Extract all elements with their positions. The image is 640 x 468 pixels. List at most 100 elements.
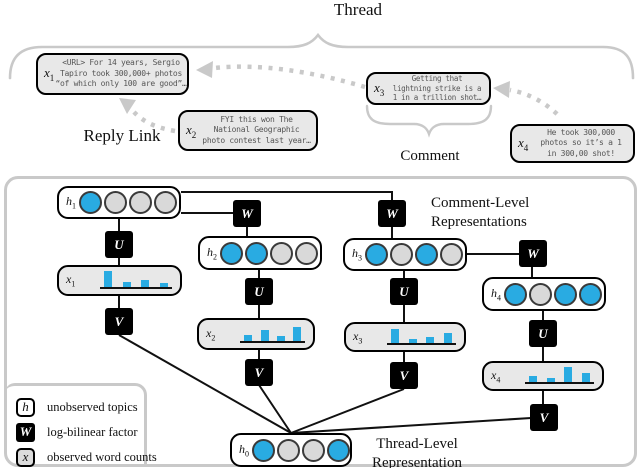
gray-topic-circle	[302, 438, 325, 462]
reply-arrow-x2-to-x1	[130, 108, 176, 134]
thread-decorations	[8, 32, 635, 138]
gray-topic-circle	[154, 191, 177, 214]
message-x2-text: FYI this won The National Geographic pho…	[202, 114, 311, 145]
blue-topic-circle	[504, 282, 527, 306]
blue-topic-circle	[579, 282, 602, 306]
u-factor-x2: U	[245, 278, 273, 305]
comment-level-label-line1: Comment-Level	[431, 195, 530, 211]
edge-v2-h0	[258, 384, 292, 434]
h3-topic-circles	[365, 243, 463, 266]
legend-key-w: W	[16, 422, 35, 442]
edge-v4-h0	[290, 417, 532, 434]
w-factor-h1-h2: W	[233, 200, 261, 227]
comment-level-label: Comment-Level Representations	[431, 194, 561, 232]
arrowhead-x1	[196, 61, 213, 78]
x3-bar-chart	[365, 324, 464, 350]
v-factor-x1: V	[105, 308, 133, 335]
w-factor-h1-h3: W	[378, 200, 406, 227]
legend-frame	[5, 383, 147, 466]
word-count-bar	[244, 335, 253, 341]
legend-label-w: log-bilinear factor	[47, 424, 138, 439]
message-x2-label: x2	[186, 121, 197, 140]
word-count-bar	[426, 337, 435, 343]
x3-chart-baseline	[387, 343, 456, 345]
h2-node: h2	[198, 236, 322, 270]
blue-topic-circle	[415, 243, 438, 266]
message-x4-label: x4	[518, 134, 529, 153]
x4-node-label: x4	[491, 367, 501, 385]
word-count-bar	[276, 336, 285, 341]
legend-label-h: unobserved topics	[47, 399, 138, 414]
blue-topic-circle	[245, 241, 268, 265]
x3-wordcount-node: x3	[344, 322, 466, 352]
word-count-bar	[141, 280, 150, 287]
h0-node-label: h0	[239, 441, 249, 459]
word-count-bar	[408, 339, 417, 343]
gray-topic-circle	[295, 241, 318, 265]
h3-node-label: h3	[352, 246, 362, 263]
message-x3: x3 Getting that lightning strike is a 1 …	[366, 72, 491, 105]
legend-key-h: h	[16, 397, 35, 417]
message-x1-text: <URL> For 14 years, Sergio Tapiro took 3…	[55, 58, 187, 89]
message-x3-label: x3	[374, 79, 385, 98]
word-count-bar	[122, 282, 131, 287]
word-count-bar	[391, 329, 400, 343]
word-count-bar	[529, 376, 538, 382]
word-count-bar	[546, 378, 555, 382]
h0-node: h0	[230, 433, 352, 467]
h2-node-label: h2	[207, 244, 217, 262]
u-factor-x3: U	[390, 278, 418, 305]
x1-node-label: x1	[66, 272, 76, 289]
h4-node-label: h4	[491, 285, 501, 303]
v-factor-x3: V	[390, 362, 418, 389]
h2-topic-circles	[220, 241, 318, 265]
v-factor-x2: V	[245, 359, 273, 386]
word-count-bar	[159, 283, 168, 287]
word-count-bar	[260, 330, 269, 341]
x2-node-label: x2	[206, 325, 216, 343]
message-x4: x4 He took 300,000 photos so it’s a 1 in…	[510, 124, 635, 163]
w-factor-h3-h4: W	[519, 240, 547, 267]
blue-topic-circle	[365, 243, 388, 266]
connector-lines	[118, 191, 544, 434]
message-x2: x2 FYI this won The National Geographic …	[178, 110, 318, 151]
legend-item-x: x observed word counts	[16, 446, 157, 468]
u-factor-x1: U	[105, 231, 133, 258]
word-count-bar	[104, 271, 113, 287]
gray-topic-circle	[270, 241, 293, 265]
reply-arrow-x3-to-x1	[214, 64, 366, 90]
thread-level-label-line1: Thread-Level	[376, 436, 458, 452]
thread-label: Thread	[333, 0, 383, 19]
word-count-bar	[581, 373, 590, 382]
x4-chart-baseline	[525, 382, 594, 384]
word-count-bar	[564, 367, 573, 382]
gray-topic-circle	[529, 282, 552, 306]
h3-node: h3	[343, 238, 467, 271]
edge-v3-h0	[290, 388, 405, 434]
blue-topic-circle	[220, 241, 243, 265]
arrowhead-x1-bottom	[119, 98, 136, 114]
legend-item-h: h unobserved topics	[16, 396, 138, 418]
gray-topic-circle	[129, 191, 152, 214]
x4-bar-chart	[503, 363, 602, 389]
h4-node: h4	[482, 277, 606, 311]
x1-wordcount-node: x1	[57, 265, 182, 296]
u-factor-x4: U	[529, 320, 557, 347]
x4-wordcount-node: x4	[482, 361, 604, 391]
message-x1: x1 <URL> For 14 years, Sergio Tapiro too…	[36, 53, 189, 95]
word-count-bar	[292, 327, 301, 341]
x2-bar-chart	[218, 320, 313, 348]
gray-topic-circle	[277, 438, 300, 462]
x2-chart-baseline	[240, 341, 305, 343]
message-x1-label: x1	[44, 65, 55, 83]
blue-topic-circle	[79, 191, 102, 214]
gray-topic-circle	[390, 243, 413, 266]
h1-node-label: h1	[66, 194, 76, 211]
blue-topic-circle	[554, 282, 577, 306]
v-factor-x4: V	[530, 404, 558, 431]
arrowhead-x3	[493, 81, 510, 98]
gray-topic-circle	[440, 243, 463, 266]
blue-topic-circle	[252, 438, 275, 462]
